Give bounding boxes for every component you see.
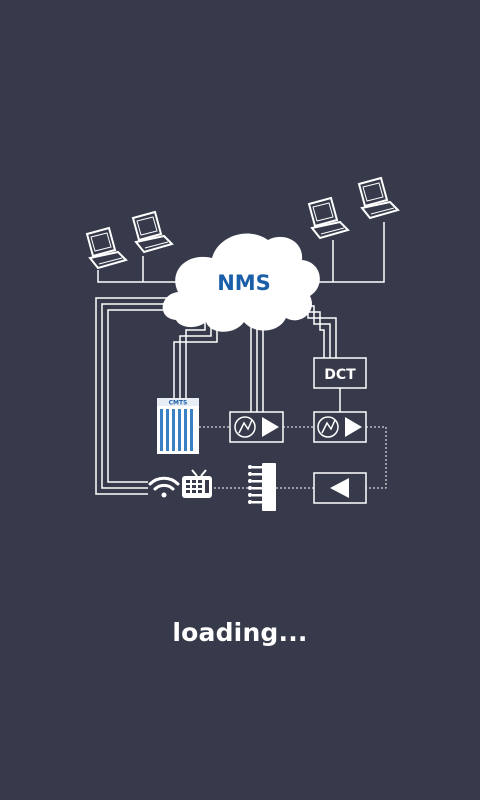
- amplifier-icon: [313, 411, 367, 443]
- cmts-rack-icon: [157, 398, 199, 454]
- reverse-amplifier-icon: [313, 472, 367, 504]
- cloud-icon: [162, 233, 320, 332]
- workstation-icon: [307, 196, 350, 240]
- dct-box: [313, 357, 367, 389]
- loading-text: loading...: [172, 618, 308, 647]
- cable-bundle-left: [95, 297, 170, 495]
- lan-line-right: [300, 222, 385, 283]
- wifi-icon: [148, 476, 180, 498]
- workstation-icon: [357, 176, 400, 220]
- splitter-icon: [248, 463, 276, 511]
- tv-icon: [182, 469, 212, 498]
- cmts-label: CMTS: [169, 400, 188, 407]
- dct-label: DCT: [324, 367, 356, 383]
- cable-bundle-amp: [250, 322, 264, 412]
- workstation-icon: [85, 226, 128, 270]
- amplifier-icon: [229, 411, 284, 443]
- workstation-icon: [131, 210, 174, 254]
- cloud-label: NMS: [217, 271, 271, 295]
- lan-line-left: [97, 270, 178, 283]
- coax-dotted-links: [199, 426, 387, 489]
